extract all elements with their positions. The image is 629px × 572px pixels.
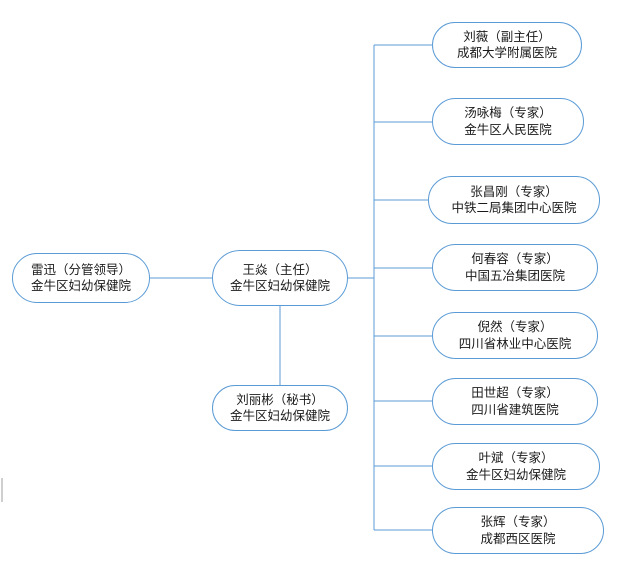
node-secretary[interactable]: 刘丽彬（秘书） 金牛区妇幼保健院 [212, 385, 348, 431]
node-director-name: 王焱（主任） [242, 261, 318, 277]
node-member-3[interactable]: 张昌刚（专家） 中铁二局集团中心医院 [428, 176, 600, 224]
node-member-8[interactable]: 张辉（专家） 成都西区医院 [432, 507, 604, 554]
node-member-4[interactable]: 何春容（专家） 中国五冶集团医院 [432, 244, 598, 291]
node-member-1[interactable]: 刘薇（副主任） 成都大学附属医院 [432, 22, 582, 68]
node-member-8-org: 成都西区医院 [480, 530, 556, 546]
node-member-5-name: 倪然（专家） [477, 319, 553, 334]
node-member-1-org: 成都大学附属医院 [456, 45, 557, 60]
node-member-4-org: 中国五冶集团医院 [464, 267, 565, 283]
node-member-5-org: 四川省林业中心医院 [458, 335, 572, 351]
node-director-org: 金牛区妇幼保健院 [229, 278, 330, 293]
node-member-3-org: 中铁二局集团中心医院 [451, 200, 577, 215]
node-member-8-name: 张辉（专家） [480, 514, 556, 529]
node-member-3-name: 张昌刚（专家） [470, 183, 558, 199]
node-member-2[interactable]: 汤咏梅（专家） 金牛区人民医院 [432, 98, 584, 145]
node-supervisor-name: 雷迅（分管领导） [30, 261, 131, 277]
node-member-6-org: 四川省建筑医院 [471, 401, 559, 417]
node-member-7-org: 金牛区妇幼保健院 [465, 466, 566, 482]
node-secretary-org: 金牛区妇幼保健院 [229, 408, 330, 423]
node-member-2-org: 金牛区人民医院 [464, 121, 552, 137]
node-secretary-name: 刘丽彬（秘书） [236, 391, 324, 407]
node-member-5[interactable]: 倪然（专家） 四川省林业中心医院 [432, 312, 598, 359]
node-supervisor[interactable]: 雷迅（分管领导） 金牛区妇幼保健院 [12, 253, 150, 303]
node-director[interactable]: 王焱（主任） 金牛区妇幼保健院 [212, 250, 348, 306]
node-member-6[interactable]: 田世超（专家） 四川省建筑医院 [432, 378, 598, 425]
node-member-1-name: 刘薇（副主任） [463, 28, 551, 44]
left-edge-artifact [1, 478, 3, 502]
node-member-7[interactable]: 叶斌（专家） 金牛区妇幼保健院 [432, 443, 600, 490]
node-supervisor-org: 金牛区妇幼保健院 [30, 278, 131, 293]
node-member-6-name: 田世超（专家） [471, 385, 559, 400]
node-member-4-name: 何春容（专家） [471, 251, 559, 266]
node-member-7-name: 叶斌（专家） [478, 450, 554, 465]
node-member-2-name: 汤咏梅（专家） [464, 105, 552, 120]
